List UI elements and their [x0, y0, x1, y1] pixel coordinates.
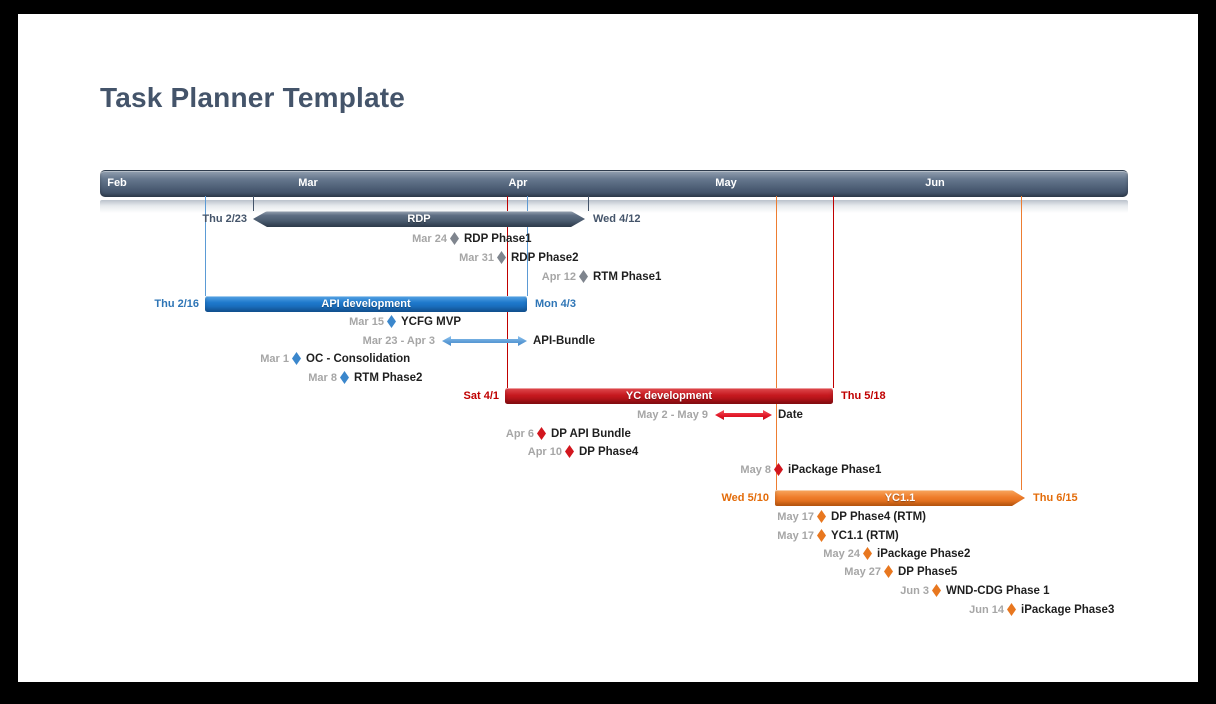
milestone-diamond-ycfg-mvp[interactable] — [387, 315, 396, 328]
milestone-label: RTM Phase1 — [593, 271, 662, 283]
milestone-diamond-yc1-1-rtm-[interactable] — [817, 529, 826, 542]
date-connector-line — [833, 196, 834, 388]
milestone-date: Apr 10 — [527, 446, 562, 458]
date-connector-line — [527, 196, 528, 296]
range-date: Mar 23 - Apr 3 — [362, 335, 435, 347]
milestone-label: RTM Phase2 — [354, 372, 423, 384]
task-end-date: Thu 6/15 — [1033, 492, 1078, 504]
milestone-label: YCFG MVP — [401, 316, 462, 328]
task-start-date: Thu 2/16 — [154, 298, 199, 310]
task-start-date: Thu 2/23 — [202, 213, 247, 225]
milestone-label: DP Phase5 — [898, 566, 958, 578]
milestone-date: Mar 15 — [349, 316, 384, 328]
date-connector-line — [588, 196, 589, 211]
milestone-diamond-oc-consolidation[interactable] — [292, 352, 301, 365]
milestone-label: DP Phase4 — [579, 446, 639, 458]
milestone-label: iPackage Phase2 — [877, 548, 971, 560]
range-label: Date — [778, 409, 803, 421]
timeline-band-reflection — [100, 200, 1128, 213]
milestone-date: Jun 3 — [900, 585, 929, 597]
milestone-date: May 17 — [777, 530, 814, 542]
slide-canvas — [18, 14, 1198, 682]
task-end-date: Thu 5/18 — [841, 390, 886, 402]
task-bar-yc-development[interactable]: YC development — [505, 388, 833, 404]
milestone-date: Jun 14 — [969, 604, 1004, 616]
month-label-may: May — [715, 177, 737, 189]
milestone-diamond-ipackage-phase3[interactable] — [1007, 603, 1016, 616]
milestone-diamond-rdp-phase1[interactable] — [450, 232, 459, 245]
milestone-date: Apr 12 — [541, 271, 576, 283]
month-label-apr: Apr — [508, 177, 528, 189]
milestone-diamond-dp-phase4[interactable] — [565, 445, 574, 458]
task-start-date: Sat 4/1 — [463, 390, 499, 402]
task-end-date: Wed 4/12 — [593, 213, 641, 225]
range-bar-date[interactable] — [715, 410, 772, 420]
date-connector-line — [776, 196, 777, 490]
date-connector-line — [205, 196, 206, 296]
milestone-date: Apr 6 — [505, 428, 534, 440]
milestone-label: WND-CDG Phase 1 — [946, 585, 1050, 597]
month-label-jun: Jun — [925, 177, 945, 189]
milestone-label: RDP Phase1 — [464, 233, 532, 245]
month-label-mar: Mar — [298, 177, 318, 189]
range-label: API-Bundle — [533, 335, 595, 347]
milestone-diamond-rtm-phase1[interactable] — [579, 270, 588, 283]
milestone-diamond-ipackage-phase1[interactable] — [774, 463, 783, 476]
milestone-label: YC1.1 (RTM) — [831, 530, 899, 542]
task-bar-api-development[interactable]: API development — [205, 296, 527, 312]
milestone-diamond-rdp-phase2[interactable] — [497, 251, 506, 264]
milestone-date: Mar 8 — [308, 372, 337, 384]
milestone-diamond-ipackage-phase2[interactable] — [863, 547, 872, 560]
timeline-month-band — [100, 170, 1128, 197]
milestone-date: May 8 — [740, 464, 771, 476]
range-bar-api-bundle[interactable] — [442, 336, 527, 346]
milestone-diamond-dp-api-bundle[interactable] — [537, 427, 546, 440]
task-bar-yc1-1[interactable]: YC1.1 — [775, 490, 1025, 506]
milestone-label: iPackage Phase3 — [1021, 604, 1115, 616]
milestone-label: DP Phase4 (RTM) — [831, 511, 927, 523]
milestone-date: May 17 — [777, 511, 814, 523]
milestone-diamond-dp-phase4-rtm-[interactable] — [817, 510, 826, 523]
milestone-date: May 27 — [844, 566, 881, 578]
date-connector-line — [507, 196, 508, 388]
month-label-feb: Feb — [107, 177, 127, 189]
date-connector-line — [253, 196, 254, 211]
milestone-date: Mar 1 — [260, 353, 289, 365]
task-end-date: Mon 4/3 — [535, 298, 576, 310]
milestone-diamond-rtm-phase2[interactable] — [340, 371, 349, 384]
task-start-date: Wed 5/10 — [721, 492, 770, 504]
page-title: Task Planner Template — [100, 82, 406, 113]
milestone-label: RDP Phase2 — [511, 252, 579, 264]
milestone-label: iPackage Phase1 — [788, 464, 882, 476]
milestone-date: Mar 24 — [412, 233, 447, 245]
milestone-label: OC - Consolidation — [306, 353, 411, 365]
range-date: May 2 - May 9 — [637, 409, 708, 421]
milestone-date: May 24 — [823, 548, 860, 560]
milestone-date: Mar 31 — [459, 252, 494, 264]
task-bar-rdp[interactable]: RDP — [253, 211, 585, 227]
milestone-diamond-dp-phase5[interactable] — [884, 565, 893, 578]
date-connector-line — [1021, 196, 1022, 490]
milestone-label: DP API Bundle — [551, 428, 631, 440]
milestone-diamond-wnd-cdg-phase-1[interactable] — [932, 584, 941, 597]
